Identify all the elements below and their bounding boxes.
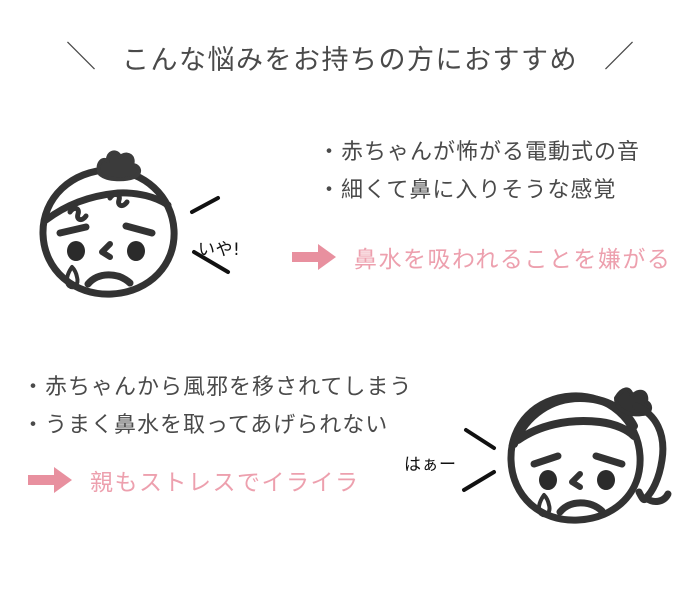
bullet-item: ・細くて鼻に入りそうな感覚 bbox=[318, 177, 617, 202]
baby-conclusion-text: 鼻水を吸われることを嫌がる bbox=[354, 246, 672, 272]
crying-baby-face-icon bbox=[39, 150, 178, 298]
tired-mother-illustration bbox=[496, 380, 681, 535]
parent-speech-marks bbox=[460, 420, 540, 510]
bullet-item: ・赤ちゃんが怖がる電動式の音 bbox=[318, 139, 641, 164]
right-arrow-icon bbox=[28, 467, 72, 493]
baby-conclusion-row: 鼻水を吸われることを嫌がる bbox=[292, 240, 671, 274]
parent-speech-text: はぁー bbox=[404, 455, 457, 475]
parent-bullet-list: ・赤ちゃんから風邪を移されてしまう ・うまく鼻水を取ってあげられない bbox=[22, 368, 412, 444]
right-arrow-icon bbox=[292, 244, 336, 270]
header-slash-left-icon: ＼ bbox=[66, 40, 96, 74]
baby-speech-marks bbox=[186, 186, 286, 286]
tired-mother-face-icon bbox=[507, 387, 672, 524]
parent-conclusion-text: 親もストレスでイライラ bbox=[90, 469, 360, 495]
bullet-item: ・赤ちゃんから風邪を移されてしまう bbox=[22, 374, 413, 399]
page-title: こんな悩みをお持ちの方におすすめ bbox=[122, 45, 578, 75]
parent-conclusion-row: 親もストレスでイライラ bbox=[28, 463, 360, 497]
emphasis-dashes-icon bbox=[190, 196, 230, 274]
baby-speech-text: いや! bbox=[198, 240, 241, 260]
emphasis-dashes-icon bbox=[462, 428, 496, 492]
bullet-item: ・うまく鼻水を取ってあげられない bbox=[22, 412, 389, 437]
page-header: ＼ こんな悩みをお持ちの方におすすめ ／ bbox=[0, 38, 700, 77]
header-slash-right-icon: ／ bbox=[604, 40, 634, 74]
baby-bullet-list: ・赤ちゃんが怖がる電動式の音 ・細くて鼻に入りそうな感覚 bbox=[318, 133, 640, 209]
crying-baby-illustration bbox=[22, 150, 197, 315]
